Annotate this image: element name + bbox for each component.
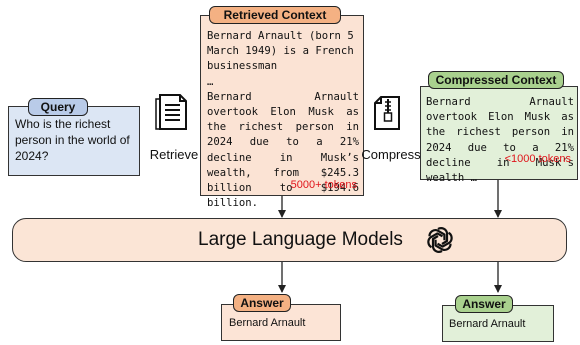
compress-document-icon [372, 95, 402, 131]
query-tag: Query [28, 98, 88, 116]
compressed-token-count: <1000 tokens [504, 153, 571, 165]
llm-box: Large Language Models [12, 218, 567, 262]
retrieved-line2: Bernard Arnault overtook Elon Musk as th… [207, 90, 359, 210]
answer-tag-left: Answer [233, 294, 291, 312]
compress-label: Compress [361, 147, 421, 162]
answer-text-left: Bernard Arnault [229, 317, 306, 329]
query-text: Who is the richest person in the world o… [15, 117, 130, 163]
query-box: Who is the richest person in the world o… [8, 106, 140, 176]
answer-tag-right: Answer [455, 295, 513, 313]
retrieve-label: Retrieve [149, 147, 199, 162]
compressed-text: Bernard Arnault overtook Elon Musk as th… [426, 96, 574, 185]
llm-label: Large Language Models [198, 229, 403, 250]
document-icon [155, 93, 189, 131]
retrieved-line1: Bernard Arnault (born 5 March 1949) is a… [207, 30, 354, 73]
retrieved-token-count: 5000+ tokens [290, 179, 357, 191]
openai-logo-icon [425, 225, 455, 255]
retrieved-context-box: Bernard Arnault (born 5 March 1949) is a… [200, 15, 364, 224]
answer-text-right: Bernard Arnault [449, 318, 526, 330]
retrieved-ellipsis: … [207, 75, 214, 88]
retrieved-context-tag: Retrieved Context [209, 6, 341, 24]
compressed-context-box: Bernard Arnault overtook Elon Musk as th… [420, 86, 578, 184]
compressed-context-tag: Compressed Context [428, 71, 564, 89]
